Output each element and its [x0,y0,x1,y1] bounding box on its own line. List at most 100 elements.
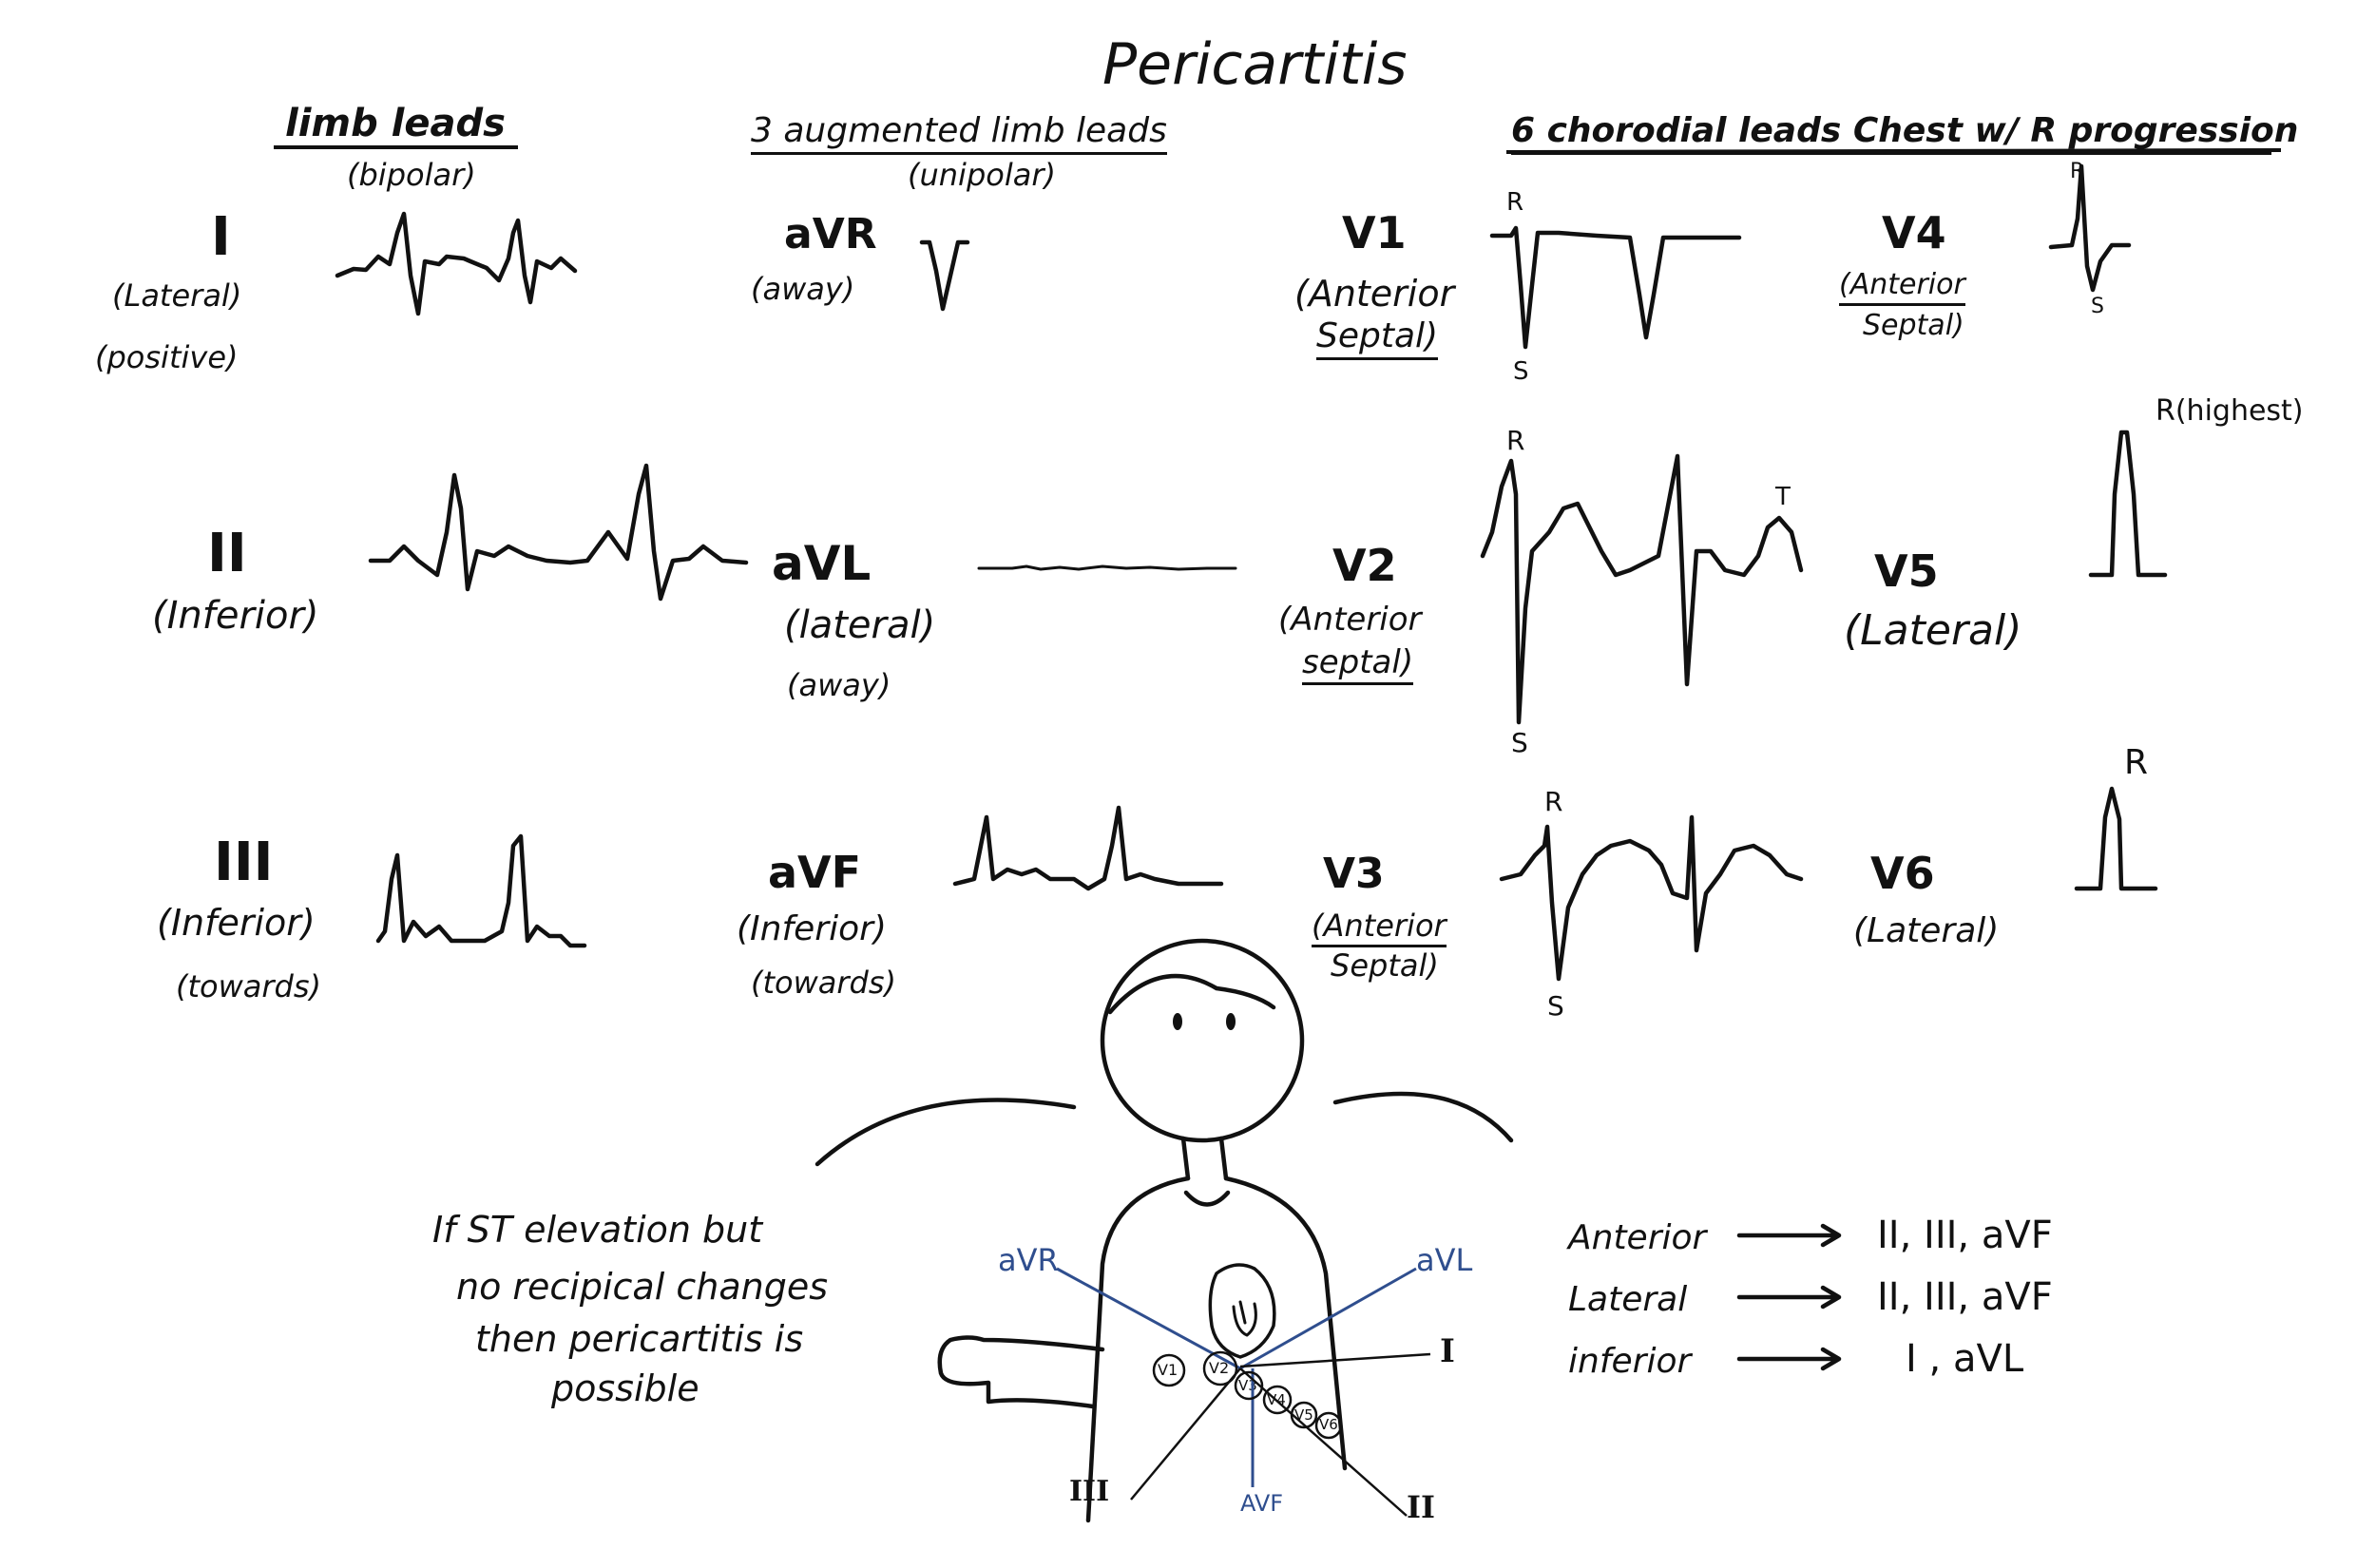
collar [1183,1190,1231,1207]
lead-aVF-note: (Inferior) [737,909,887,948]
chest-electrodes [1152,1350,1343,1440]
augmented-leads-header: 3 augmented limb leads [751,114,1167,155]
lead-V1-note: (Anterior [1294,273,1455,315]
V2-S-label: S [1511,727,1528,758]
chest-pos-V6 [1314,1411,1343,1440]
lead-III-note: (Inferior) [157,902,316,944]
lead-V1-label: V1 [1342,207,1407,258]
map-region-lateral: Lateral [1568,1280,1688,1319]
lead-V6-label: V6 [1870,848,1935,899]
fig-I-label: I [1440,1332,1455,1370]
lead-aVL-note: (lateral) [784,603,936,647]
V2-T-label: T [1775,483,1791,511]
V4-S-label: S [2091,295,2104,318]
lead-III-note2: (towards) [176,968,322,1004]
heart-icon [1208,1263,1276,1359]
V5-R-label: R(highest) [2156,394,2304,428]
fig-aVR-label: aVR [998,1242,1059,1278]
augmented-leads-subheader: (unipolar) [908,157,1056,193]
lead-V5-label: V5 [1874,545,1939,597]
fig-II-label: II [1407,1489,1435,1525]
lead-I-label: I [211,206,231,268]
lead-III-trace [375,833,587,948]
eye-right [1226,1013,1236,1030]
page-title: Pericartitis [1102,31,1408,98]
lead-aVR-note: (away) [751,271,855,307]
head [1100,938,1305,1143]
lead-III-label: III [214,832,274,893]
lead-aVR-label: aVR [784,210,877,258]
V1-R-label: R [1506,188,1524,217]
V3-S-label: S [1547,990,1564,1022]
lead-I-note: (Lateral) [112,277,242,314]
lead-aVF-note2: (towards) [751,965,897,1001]
torso-right [1223,1176,1348,1471]
map-leads-lateral: II, III, aVF [1877,1275,2053,1319]
hair [1107,973,1276,1015]
fig-aVF-label: AVF [1240,1490,1284,1517]
lead-II-note: (Inferior) [152,594,319,638]
lead-V3-trace [1499,814,1804,982]
chest-pos-V2 [1202,1350,1238,1386]
V1-S-label: S [1513,357,1529,386]
lead-aVF-label: aVF [768,847,862,898]
chest-pos-V2-label: V2 [1209,1359,1230,1377]
limb-leads-subheader: (bipolar) [347,157,476,193]
lead-axes [1056,1267,1431,1517]
lead-V3-label: V3 [1323,850,1385,898]
lead-aVL-note2: (away) [787,667,891,703]
eye-left [1173,1013,1182,1030]
arc-right [1332,1091,1514,1143]
chest-pos-V4 [1262,1385,1293,1415]
axis-aVR [1056,1267,1241,1370]
chest-pos-V1 [1152,1353,1186,1387]
fig-aVL-label: aVL [1416,1242,1473,1278]
lead-V5-note: (Lateral) [1844,606,2022,655]
chest-leads-header: 6 chorodial leads Chest w/ R progression [1511,114,2298,155]
lead-V4-trace [2048,163,2132,293]
lead-V1-note2: Septal) [1316,319,1439,360]
lead-V4-note2: Septal) [1863,309,1964,342]
chest-pos-V5 [1290,1401,1318,1429]
left-hand [937,1335,1105,1409]
note-line-4: possible [551,1367,699,1409]
torso-left [1085,1176,1191,1523]
axis-I [1239,1352,1431,1368]
note-line-2: no recipical changes [456,1266,829,1308]
mapping-arrows [1736,1223,1842,1371]
lead-V6-trace [2074,786,2158,891]
map-leads-anterior: II, III, aVF [1877,1214,2053,1257]
note-line-1: If ST elevation but [432,1209,763,1251]
lead-V2-note2: septal) [1302,646,1414,685]
lead-aVR-trace [919,239,970,312]
lead-V3-note: (Anterior [1312,910,1447,947]
lead-I-note2: (positive) [95,339,239,375]
lead-V4-note: (Anterior [1839,271,1965,306]
chest-pos-V3 [1234,1370,1264,1401]
axis-III [1130,1367,1241,1501]
lead-V1-trace [1489,225,1742,350]
note-line-3: then pericartitis is [475,1318,804,1360]
axis-aVL [1239,1267,1417,1370]
lead-II-label: II [207,523,247,584]
lead-aVF-trace [952,805,1224,891]
lead-V2-note: (Anterior [1278,601,1422,639]
arc-left [814,1098,1077,1167]
lead-V2-trace [1480,453,1804,725]
map-region-inferior: inferior [1568,1342,1692,1381]
neck [1180,1136,1229,1181]
lead-II-trace [368,463,749,602]
lead-V2-label: V2 [1332,540,1397,591]
V3-R-label: R [1544,786,1563,817]
chest-pos-V5-label: V5 [1294,1406,1313,1424]
lead-V4-label: V4 [1882,207,1946,258]
lead-V6-note: (Lateral) [1853,911,2000,950]
lead-aVL-trace [977,564,1237,571]
lead-aVL-label: aVL [772,536,872,591]
chest-pos-V1-label: V1 [1158,1361,1178,1379]
chest-pos-V6-label: V6 [1319,1416,1338,1433]
map-leads-inferior: I , aVL [1906,1337,2024,1381]
map-region-anterior: Anterior [1568,1218,1707,1257]
